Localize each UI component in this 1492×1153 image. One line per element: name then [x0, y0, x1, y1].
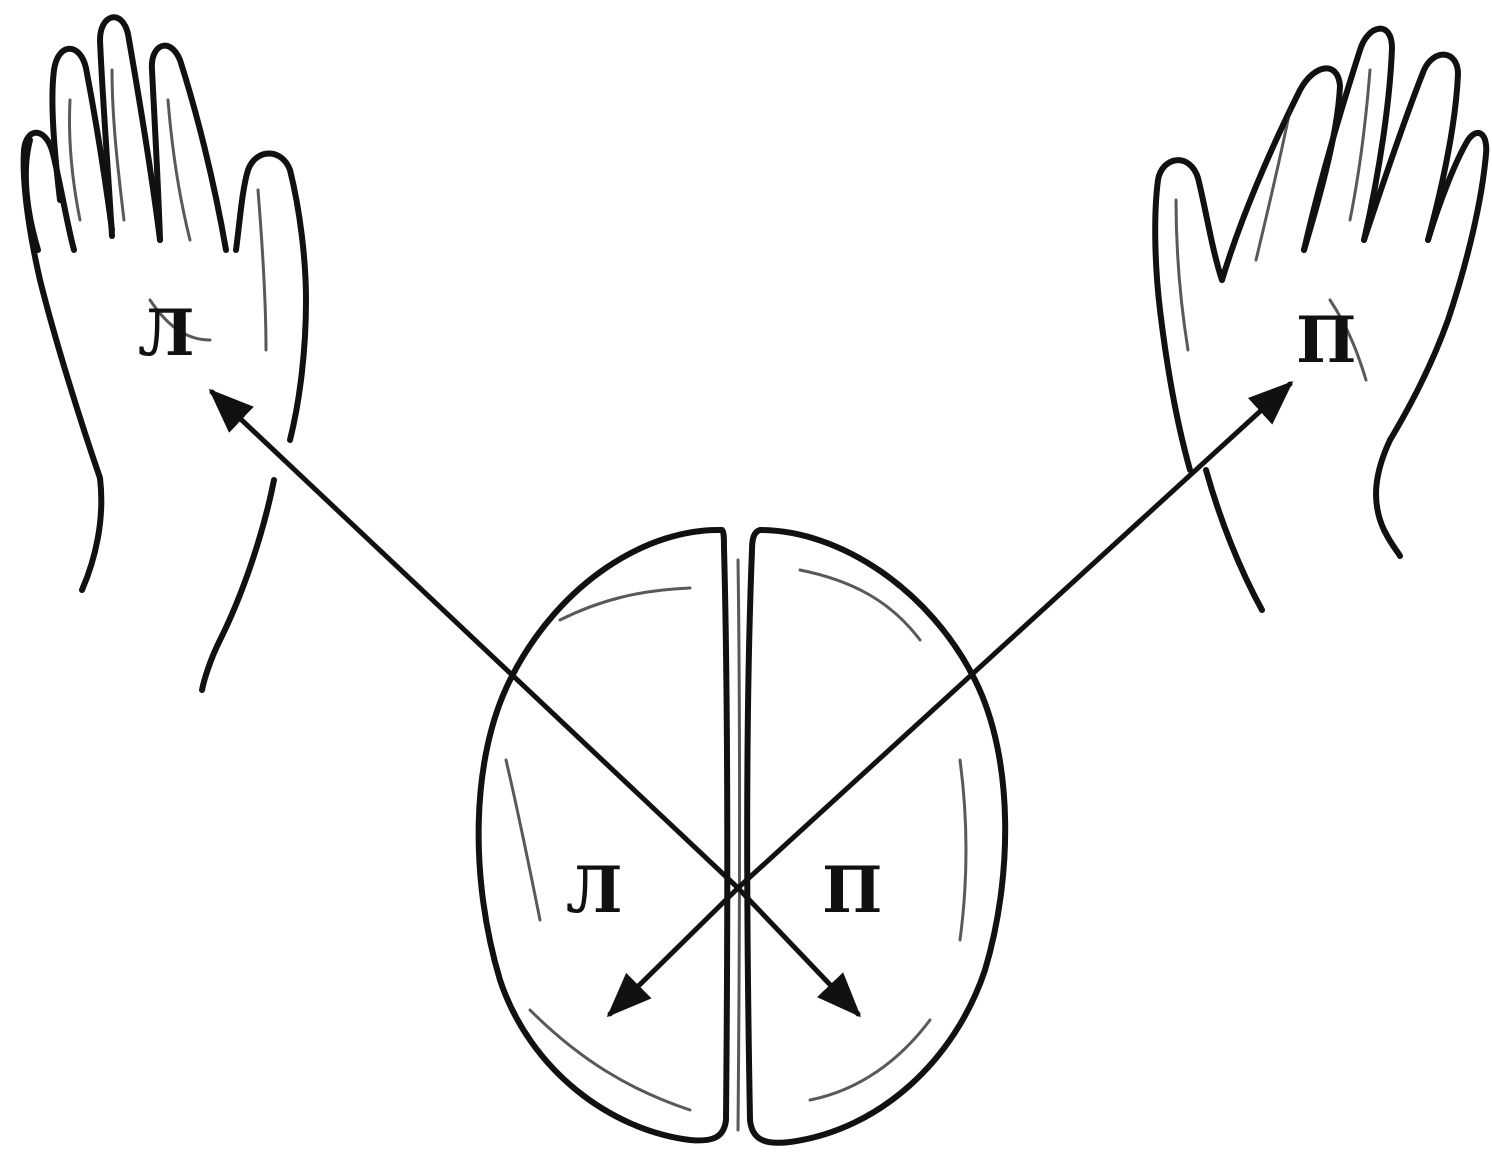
right-hemisphere-label: П: [822, 853, 882, 928]
right-hand-label: П: [1296, 303, 1356, 378]
brain-illustration: [479, 530, 1006, 1143]
arrow-to-left-hand: [212, 392, 738, 888]
arrow-to-right-hand: [738, 384, 1290, 888]
left-hemisphere-label: Л: [566, 853, 623, 928]
arrow-into-left-hemisphere: [610, 888, 738, 1014]
left-hand-label: Л: [138, 296, 195, 371]
